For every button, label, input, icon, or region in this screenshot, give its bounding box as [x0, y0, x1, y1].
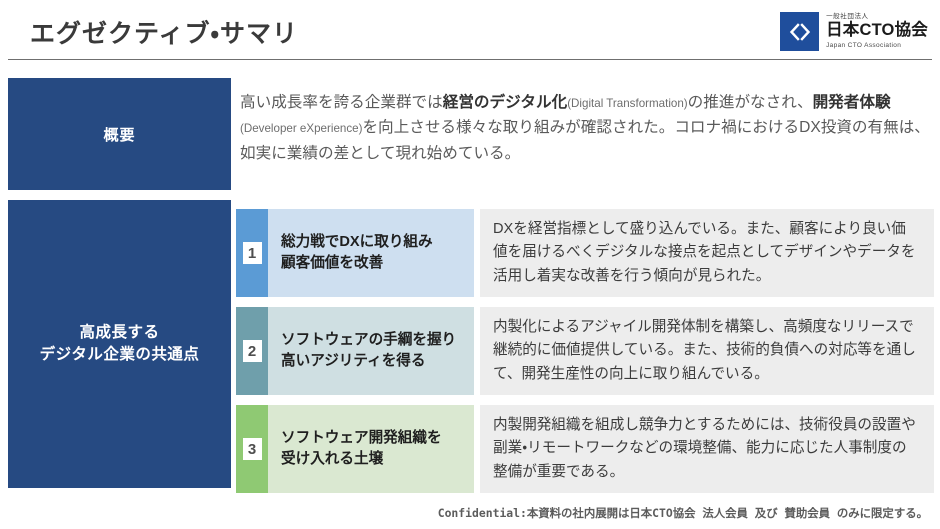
row-title-panel: 総力戦でDXに取り組み 顧客価値を改善 — [268, 209, 474, 297]
row-title-line1: ソフトウェア開発組織を — [281, 430, 442, 447]
row-number-badge: 2 — [242, 340, 262, 362]
common-points-label-line1: 高成長する — [79, 323, 160, 341]
row-title-panel: ソフトウェア開発組織を 受け入れる土壌 — [268, 405, 474, 493]
overview-paragraph: 高い成長率を誇る企業群では経営のデジタル化(Digital Transforma… — [240, 90, 934, 166]
row-accent-bar: 3 — [236, 405, 268, 493]
common-point-row: 2 ソフトウェアの手綱を握り 高いアジリティを得る 内製化によるアジャイル開発体… — [236, 307, 934, 395]
row-body-text: DXを経営指標として盛り込んでいる。また、顧客により良い価値を届けるべくデジタル… — [480, 209, 934, 297]
overview-seg-3: を向上させる様々な取り組みが確認された。コロナ禍におけるDX投資の有無は、如実に… — [240, 119, 930, 162]
row-title-line2: 顧客価値を改善 — [281, 255, 384, 271]
overview-strong-2: 開発者体験 — [812, 94, 891, 111]
common-points-label-line2: デジタル企業の共通点 — [39, 346, 200, 363]
row-number-badge: 1 — [242, 242, 262, 264]
slide-header: エグゼクティブ・サマリ 一般社団法人 日本CTO協会 Japan CTO Ass… — [0, 0, 940, 61]
row-body-text: 内製開発組織を組成し競争力とするためには、技術役員の設置や副業・リモートワークな… — [480, 405, 934, 493]
row-gap — [474, 405, 480, 493]
row-number-badge: 3 — [242, 438, 262, 460]
overview-seg-2: の推進がなされ、 — [687, 94, 813, 111]
organization-logo: 一般社団法人 日本CTO協会 Japan CTO Association — [780, 12, 928, 51]
common-point-row: 1 総力戦でDXに取り組み 顧客価値を改善 DXを経営指標として盛り込んでいる。… — [236, 209, 934, 297]
row-accent-bar: 1 — [236, 209, 268, 297]
logo-name: 日本CTO協会 — [826, 21, 928, 40]
confidential-footer: Confidential:本資料の社内展開は日本CTO協会 法人会員 及び 賛助… — [437, 506, 928, 520]
overview-label: 概要 — [103, 126, 136, 144]
row-gap — [474, 307, 480, 395]
logo-text-block: 一般社団法人 日本CTO協会 Japan CTO Association — [826, 12, 928, 49]
row-title-panel: ソフトウェアの手綱を握り 高いアジリティを得る — [268, 307, 474, 395]
row-title-line2: 受け入れる土壌 — [281, 451, 384, 467]
logo-kicker: 一般社団法人 — [826, 12, 869, 20]
row-title-line1: ソフトウェアの手綱を握り — [281, 332, 457, 349]
row-gap — [474, 209, 480, 297]
overview-en-2: (Developer eXperience) — [240, 122, 363, 136]
overview-strong-1: 経営のデジタル化 — [442, 94, 568, 111]
row-title-line2: 高いアジリティを得る — [281, 353, 426, 369]
page-title: エグゼクティブ・サマリ — [30, 20, 299, 48]
common-points-label-panel: 高成長する デジタル企業の共通点 — [8, 200, 231, 488]
common-points-label: 高成長する デジタル企業の共通点 — [40, 322, 200, 367]
row-title-line1: 総力戦でDXに取り組み — [281, 234, 433, 251]
row-accent-bar: 2 — [236, 307, 268, 395]
common-point-row: 3 ソフトウェア開発組織を 受け入れる土壌 内製開発組織を組成し競争力とするため… — [236, 405, 934, 493]
overview-seg-1: 高い成長率を誇る企業群では — [240, 94, 443, 111]
code-brackets-icon — [780, 12, 820, 51]
row-body-text: 内製化によるアジャイル開発体制を構築し、高頻度なリリースで継続的に価値提供してい… — [480, 307, 934, 395]
overview-en-1: (Digital Transformation) — [567, 97, 688, 110]
logo-subtitle: Japan CTO Association — [826, 41, 902, 49]
header-divider — [8, 59, 932, 60]
overview-label-panel: 概要 — [8, 78, 231, 190]
